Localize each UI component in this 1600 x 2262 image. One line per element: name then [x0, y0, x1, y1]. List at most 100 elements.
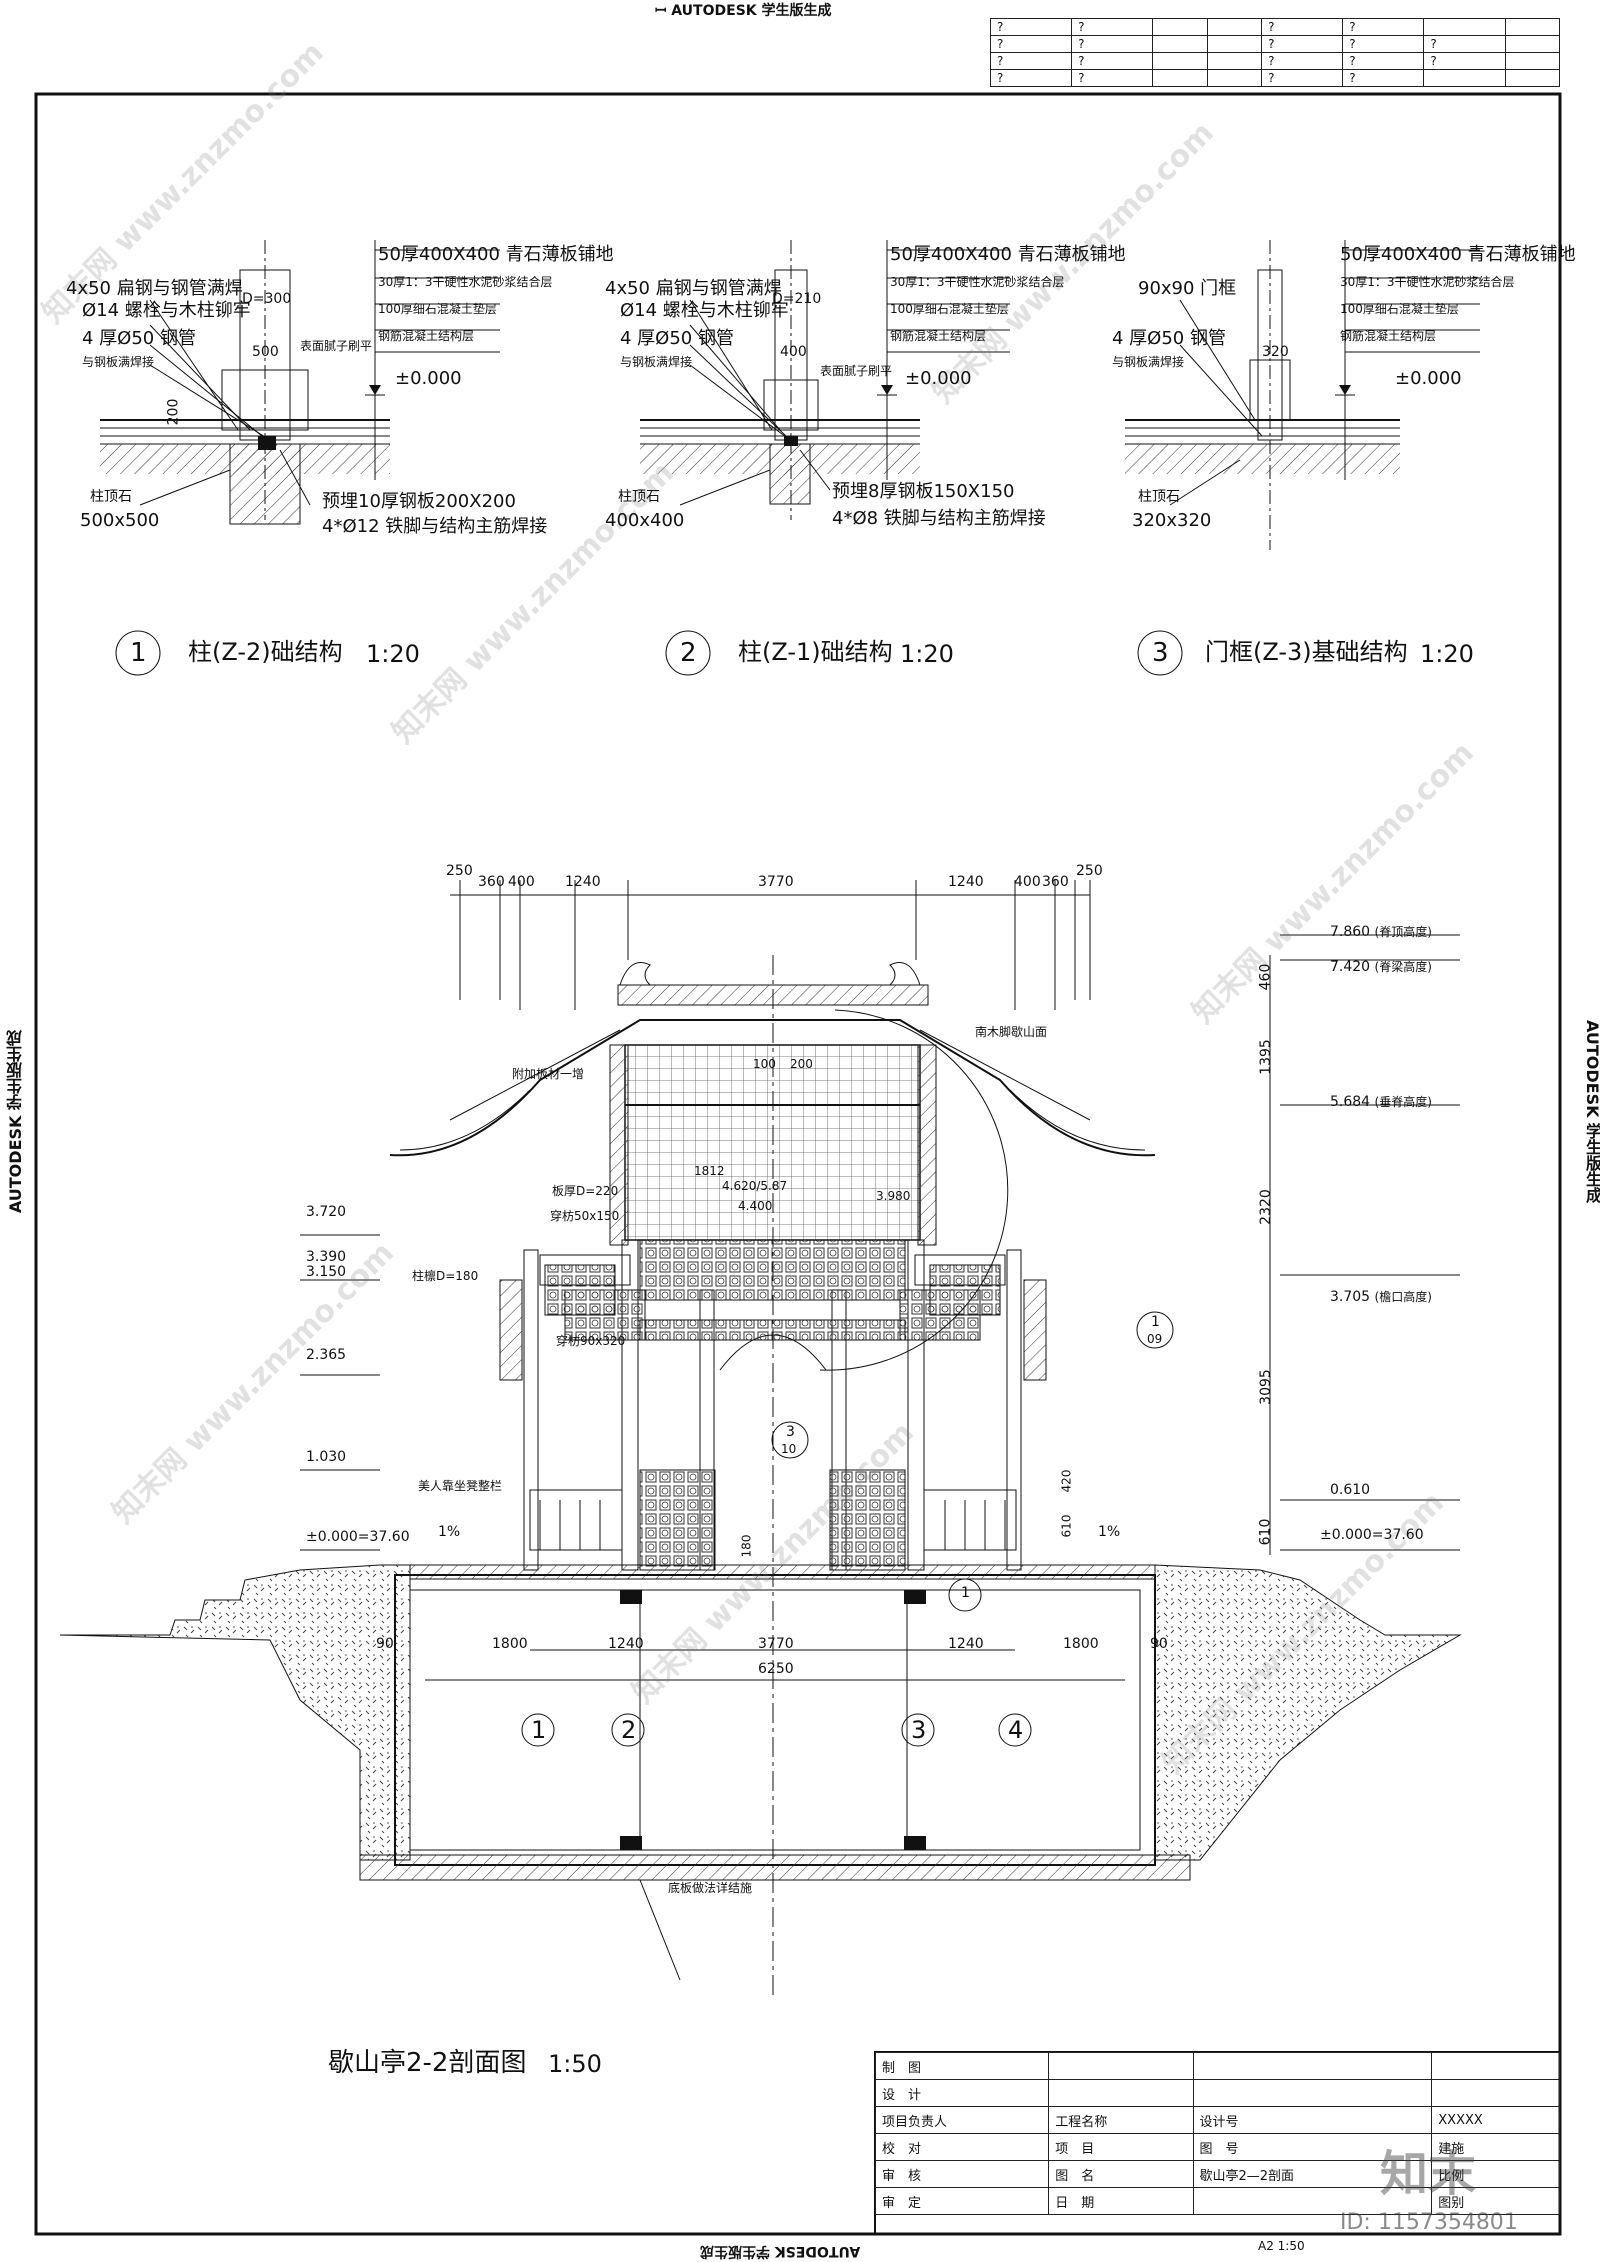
note-post: 柱檩D=180: [412, 1269, 479, 1283]
title-block-cell: [1431, 2052, 1560, 2080]
title-block-row: 设 计: [874, 2079, 1560, 2107]
left-elev-4: 2.365: [306, 1347, 347, 1363]
top-dim-1: 250: [446, 863, 473, 879]
section-title: 歇山亭2-2剖面图: [328, 2048, 527, 2078]
note-e3980: 3.980: [876, 1189, 911, 1203]
footer-scale: A2 1:50: [1258, 2239, 1305, 2253]
detail-2-plate: 预埋8厚钢板150X150: [832, 481, 1015, 502]
note-ridge: 南木脚歇山面: [975, 1025, 1048, 1039]
detail-3-scale: 1:20: [1420, 640, 1474, 668]
detail-1-layer-1: 50厚400X400 青石薄板铺地: [378, 244, 614, 265]
note-beam: 穿枋50x150: [550, 1209, 620, 1223]
detail-3-title: 门框(Z-3)基础结构: [1205, 638, 1408, 666]
left-elev-2: 3.390: [306, 1249, 347, 1265]
right-dim-5: 610: [1257, 1518, 1274, 1546]
detail-1-layer-3: 100厚细石混凝土垫层: [378, 302, 497, 316]
right-dim-1: 460: [1257, 963, 1274, 991]
detail-3-drawing: [1125, 240, 1480, 676]
revision-cell: [1206, 69, 1263, 87]
title-block-cell: 审 定: [874, 2187, 1050, 2215]
left-elev-5: 1.030: [306, 1449, 347, 1465]
total-dim: 6250: [758, 1661, 794, 1677]
title-block-cell: 项 目: [1048, 2133, 1194, 2161]
detail-1-scale: 1:20: [366, 640, 420, 668]
footer-id: ID: 1157354801: [1340, 2210, 1518, 2235]
detail-3-note-1: 90x90 门框: [1138, 278, 1237, 299]
bottom-dim-2: 1800: [492, 1636, 528, 1652]
section-scale: 1:50: [548, 2050, 602, 2078]
note-board: 板厚D=220: [552, 1184, 619, 1198]
revision-row: ?????: [989, 52, 1560, 70]
top-dim-4: 1240: [565, 874, 601, 890]
title-block-cell: [1192, 2052, 1433, 2080]
title-block-row: 制 图: [874, 2052, 1560, 2080]
top-dim-9: 250: [1076, 863, 1103, 879]
revision-cell: [1504, 69, 1560, 87]
right-dim-4: 3095: [1257, 1369, 1274, 1405]
section-drawing: [59, 880, 1462, 2000]
detail-1-drawing: [100, 240, 500, 676]
bottom-dim-7: 90: [1150, 1636, 1168, 1652]
title-block-cell: [1431, 2079, 1560, 2107]
detail-2-bolts: 4*Ø8 铁脚与结构主筋焊接: [832, 508, 1046, 529]
detail-3-base-size: 320x320: [1132, 510, 1212, 531]
detail-1-note-1: 4x50 扁钢与钢管满焊: [66, 278, 243, 299]
callout-1: 1: [1151, 1314, 1160, 1330]
left-elev-1: 3.720: [306, 1204, 347, 1220]
detail-2-num: 2: [680, 638, 697, 668]
detail-2-note-1: 4x50 扁钢与钢管满焊: [605, 278, 782, 299]
callout-3: 3: [786, 1424, 795, 1440]
bottom-dim-5: 1240: [948, 1636, 984, 1652]
title-block-row: 校 对项 目图 号建施: [874, 2133, 1560, 2161]
detail-3-elev: ±0.000: [1395, 368, 1462, 389]
title-block-cell: 设计号: [1192, 2106, 1433, 2134]
detail-2-title: 柱(Z-1)础结构: [738, 638, 893, 666]
callout-1b: 09: [1147, 1332, 1163, 1346]
callout-d: 1: [961, 1585, 970, 1601]
sheet-border: [34, 92, 1562, 2236]
detail-2-scale: 1:20: [900, 640, 954, 668]
banner-top-text: AUTODESK 学生版生成: [671, 3, 832, 19]
title-block-row: 审 定日 期图别: [874, 2187, 1560, 2215]
title-block-row: 审 核图 名歇山亭2—2剖面比例: [874, 2160, 1560, 2188]
top-dim-6: 1240: [948, 874, 984, 890]
footer-brand: 知末: [1380, 2146, 1477, 2202]
title-block-cell: 日 期: [1048, 2187, 1194, 2215]
note-floor: 底板做法详结施: [668, 1881, 753, 1895]
bottom-dim-4: 3770: [758, 1636, 794, 1652]
right-elev-5: 0.610: [1330, 1482, 1371, 1498]
detail-3-num: 3: [1152, 638, 1169, 668]
right-elev-3: 5.684 (垂脊高度): [1330, 1094, 1432, 1110]
revision-table: ??????????????????: [989, 18, 1560, 87]
left-elev-6: ±0.000=37.60: [306, 1529, 410, 1545]
detail-3-layer-4: 钢筋混凝土结构层: [1340, 329, 1437, 343]
detail-1-note-2: Ø14 螺栓与木柱铆牢: [82, 300, 251, 321]
detail-1-bolts: 4*Ø12 铁脚与结构主筋焊接: [322, 516, 548, 537]
detail-2-layer-4: 钢筋混凝土结构层: [890, 329, 987, 343]
note-d610: 610: [1059, 1514, 1074, 1538]
axis-1: 1: [531, 1716, 547, 1744]
bottom-dim-3: 1240: [608, 1636, 644, 1652]
revision-cell: [1423, 69, 1506, 87]
detail-3-layer-3: 100厚细石混凝土垫层: [1340, 302, 1459, 316]
autodesk-logo-icon: ꟷ: [655, 3, 667, 19]
title-block-cell: [1048, 2079, 1194, 2107]
revision-cell: ?: [1342, 69, 1425, 87]
right-elev-2: 7.420 (脊梁高度): [1330, 959, 1432, 975]
note-d420: 420: [1059, 1469, 1074, 1493]
title-block-cell: 制 图: [874, 2052, 1050, 2080]
top-dim-2: 360: [478, 874, 505, 890]
note-e4620: 4.620/5.87: [722, 1179, 788, 1193]
detail-1-base-label: 柱顶石: [90, 489, 132, 505]
axis-2: 2: [621, 1716, 637, 1744]
top-dim-7: 400: [1014, 874, 1041, 890]
title-block-cell: [1192, 2079, 1433, 2107]
note-d200: 200: [790, 1057, 813, 1071]
note-rail: 穿枋90x320: [556, 1334, 626, 1348]
detail-2-layer-2: 30厚1：3干硬性水泥砂浆结合层: [890, 275, 1065, 289]
detail-2-layer-1: 50厚400X400 青石薄板铺地: [890, 244, 1126, 265]
note-gable: 附加板材一增: [512, 1067, 585, 1081]
title-block-cell: 校 对: [874, 2133, 1050, 2161]
